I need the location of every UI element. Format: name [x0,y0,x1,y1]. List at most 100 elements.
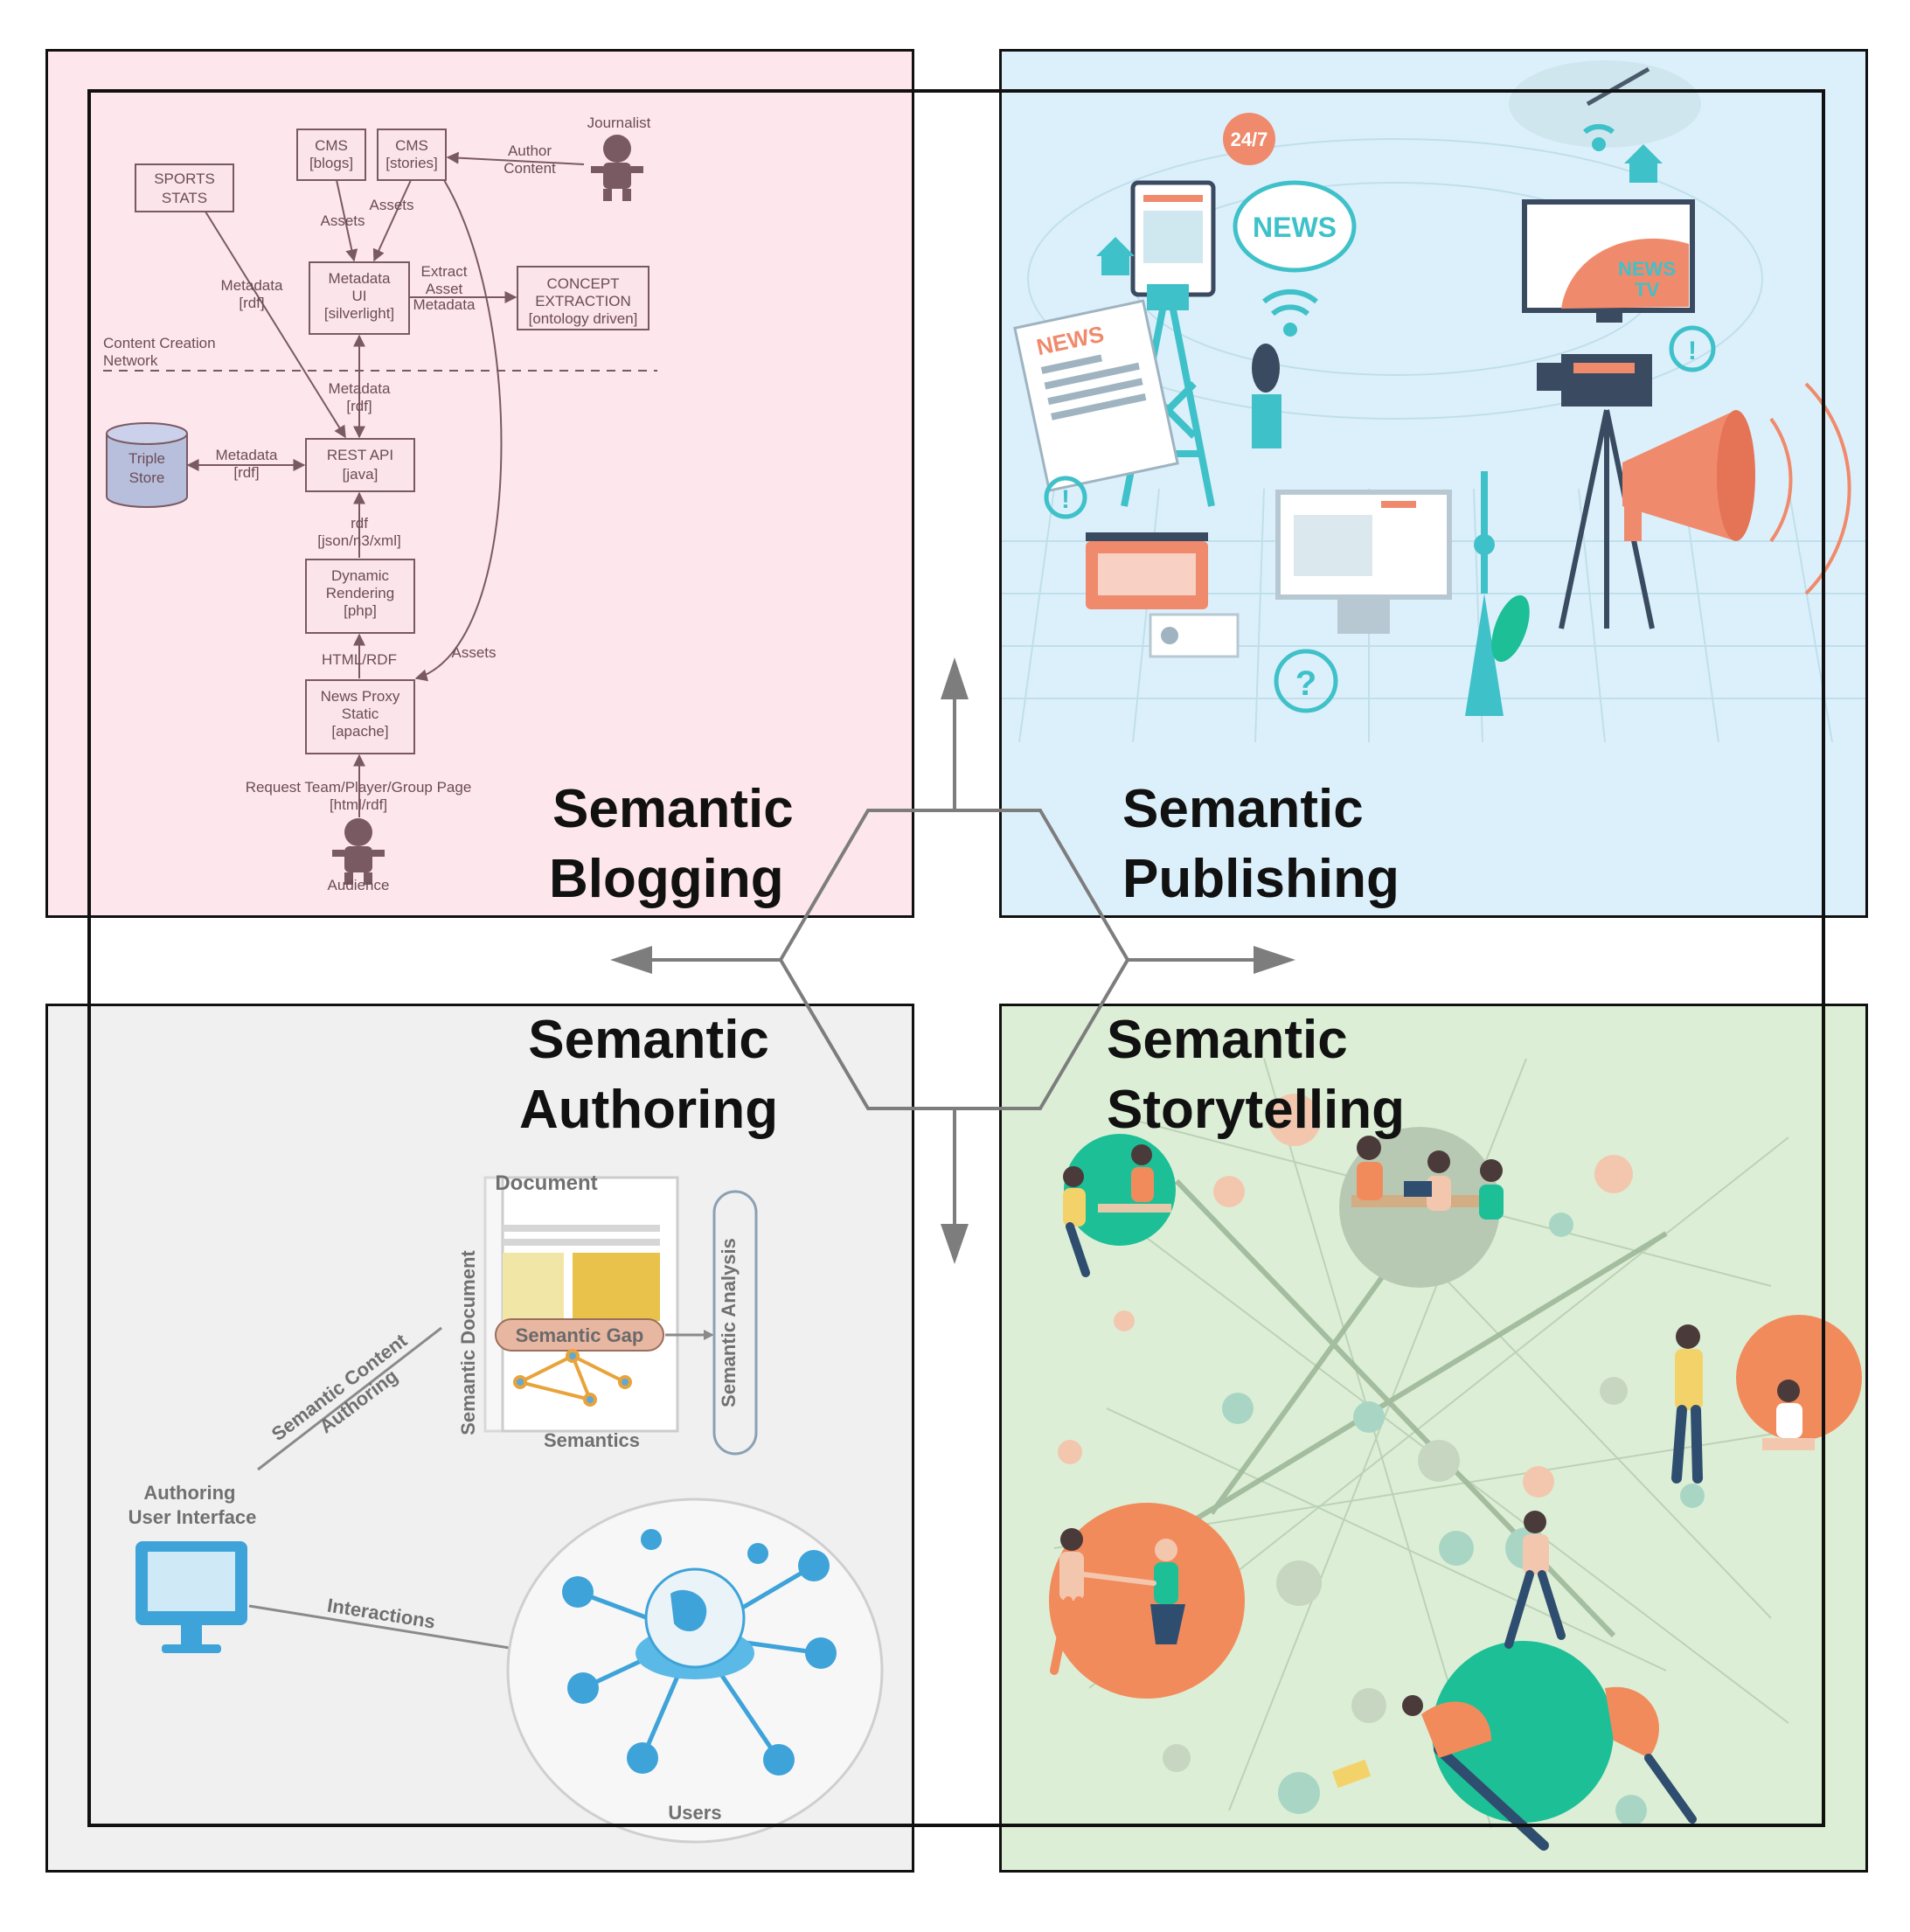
storytelling-network-illustration [1049,1058,1862,1851]
news-proxy-box [305,679,415,754]
html-rdf-label: HTML/RDF [322,651,397,668]
people-bottom [1331,1686,1697,1851]
id-card-icon [1149,613,1240,658]
arrow-right [1254,946,1295,974]
semantic-storytelling-title: Semantic Storytelling [1107,1005,1405,1145]
svg-text:!: ! [1688,337,1697,365]
assets-label-1: Assets [320,212,365,229]
audience-label: Audience [328,877,390,893]
semantic-document-label: Semantic Document [457,1250,479,1435]
cms-blogs-label: CMS[blogs] [309,137,353,171]
title-line: Semantic [528,1010,769,1070]
person-sitting-teal [1063,1166,1090,1277]
semantic-authoring-diagram: Document Semantic Document Semantic Gap … [128,1171,884,1844]
svg-text:NEWS: NEWS [1618,258,1676,280]
metadata-rdf-label-2: Metadata[rdf] [329,380,391,414]
title-line: Semantic [1107,1010,1348,1070]
couple-dancing [1050,1528,1185,1675]
sitting-woman-right [1762,1380,1815,1450]
person-at-table [1098,1144,1171,1213]
cms-blogs-box [296,129,366,181]
title-line: Semantic [1122,779,1364,839]
satellite-dish-icon [1509,60,1701,148]
semantic-publishing-title: Semantic Publishing [1122,775,1400,914]
sports-stats-box [135,163,234,212]
authoring-ui-label: Authoring User Interface [128,1482,257,1528]
users-network-icon [506,1498,884,1844]
concept-extraction-box [517,266,649,330]
arrow-up [941,657,969,699]
semantic-document-icon [483,1176,679,1433]
rest-api-box [305,438,415,492]
svg-text:Semantic Gap: Semantic Gap [516,1324,644,1346]
microphone-icon [1252,344,1281,448]
assets-label-3: Assets [451,644,496,661]
svg-text:TV: TV [1635,279,1659,301]
journalist-label: Journalist [587,115,651,131]
audience-icon [332,818,385,885]
question-bubble-icon: ? ! ! [1044,325,1716,713]
rdf-formats-label: rdf[json/n3/xml] [317,515,400,549]
svg-text:24/7: 24/7 [1231,129,1268,150]
tablet-icon [1130,180,1216,297]
semantic-blogging-title: Semantic Blogging [549,775,794,914]
news-media-illustration: 24/7 NEWS NEWS [1002,60,1865,743]
house-icon [1096,144,1663,275]
semantics-label: Semantics [544,1429,640,1451]
metadata-rdf-label-3: Metadata[rdf] [216,447,278,481]
dynamic-rendering-box [305,559,415,634]
computer-monitor-icon [135,1541,247,1653]
metadata-ui-box [309,261,410,335]
title-line: Authoring [519,1080,779,1140]
document-label: Document [495,1171,597,1195]
svg-text:!: ! [1061,485,1070,514]
arrow-left [610,946,652,974]
triple-store-database-icon [106,422,188,508]
television-icon: NEWS TV [1522,199,1695,323]
people-figures [1050,1136,1815,1851]
svg-text:?: ? [1295,664,1316,703]
meeting-group [1351,1136,1504,1220]
journalist-icon [591,135,643,201]
24-7-badge: 24/7 [1223,113,1275,165]
semantic-authoring-title: Semantic Authoring [519,1005,778,1145]
video-camera-icon [1537,354,1655,629]
metadata-rdf-label-1: Metadata[rdf] [221,277,283,311]
megaphone-icon [1622,410,1755,541]
title-line: Semantic [552,779,794,839]
svg-text:Semantic Analysis: Semantic Analysis [718,1238,740,1407]
semantic-analysis-box: Semantic Analysis [712,1190,758,1456]
orange-circle-top-right [1736,1315,1862,1441]
news-speech-bubble: NEWS [1233,180,1357,273]
tv-tower-icon [1465,471,1504,716]
rest-api-label: REST API[java] [327,447,393,483]
teal-circle-bottom [1432,1641,1614,1823]
desktop-monitor-icon [1275,490,1452,634]
newspaper-icon: NEWS [1013,299,1179,492]
cms-stories-box [377,129,447,181]
users-label: Users [668,1802,721,1824]
standing-man-right [1671,1324,1703,1484]
request-page-label: Request Team/Player/Group Page[html/rdf] [246,779,472,813]
assets-label-2: Assets [369,197,413,213]
cms-stories-label: CMS[stories] [385,137,438,171]
arrow-down [941,1224,969,1264]
semantic-gap-label-box: Semantic Gap [495,1318,664,1352]
title-line: Storytelling [1107,1080,1406,1140]
orange-circle-bottom-left [1049,1503,1245,1699]
handheld-microphone-icon [1491,594,1530,663]
semantic-graph-icon [513,1349,632,1407]
svg-text:NEWS: NEWS [1253,212,1337,243]
title-line: Publishing [1122,849,1400,909]
